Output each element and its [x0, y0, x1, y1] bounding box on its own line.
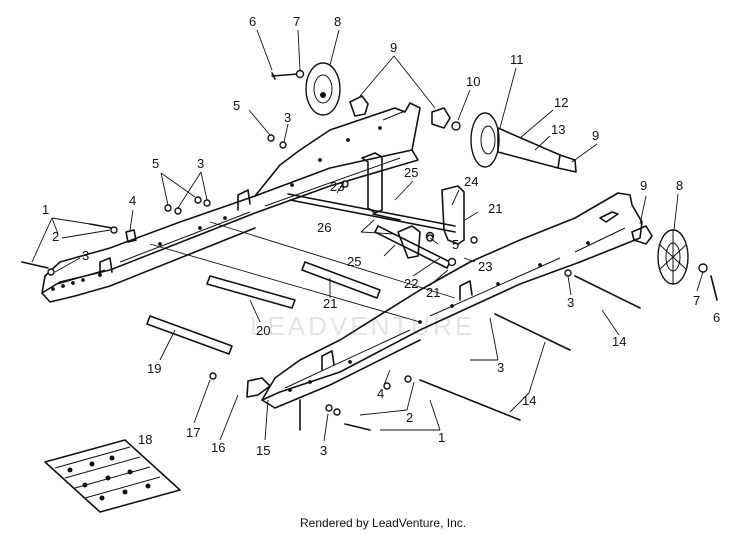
callout-9: 9 — [640, 178, 647, 193]
wear-strip — [44, 439, 181, 513]
callout-2: 2 — [52, 229, 59, 244]
callout-4: 4 — [129, 193, 136, 208]
cross-shafts — [146, 193, 456, 355]
callout-21: 21 — [323, 296, 337, 311]
callout-18: 18 — [138, 432, 152, 447]
caption: Rendered by LeadVenture, Inc. — [300, 516, 466, 530]
callout-5: 5 — [152, 156, 159, 171]
callout-8: 8 — [334, 14, 341, 29]
callout-3: 3 — [320, 443, 327, 458]
callout-9: 9 — [592, 128, 599, 143]
callout-7: 7 — [293, 14, 300, 29]
rear-axle-wheel — [431, 107, 577, 173]
callout-14: 14 — [522, 393, 536, 408]
callout-6: 6 — [713, 310, 720, 325]
callout-3: 3 — [567, 295, 574, 310]
callout-11: 11 — [510, 52, 524, 67]
front-idler-wheel — [305, 62, 369, 117]
callout-1: 1 — [438, 430, 445, 445]
callout-3: 3 — [284, 110, 291, 125]
right-idler-wheel — [631, 225, 718, 301]
callout-7: 7 — [693, 293, 700, 308]
callout-1: 1 — [42, 202, 49, 217]
callout-25: 25 — [404, 165, 418, 180]
callout-5: 5 — [452, 237, 459, 252]
callout-9: 9 — [390, 40, 397, 55]
callout-3: 3 — [197, 156, 204, 171]
callouts: 1 2 3 4 5 3 5 3 6 7 8 9 10 11 12 13 9 25… — [42, 14, 720, 458]
callout-25: 25 — [347, 254, 361, 269]
callout-23: 23 — [478, 259, 492, 274]
callout-24: 24 — [464, 174, 478, 189]
callout-17: 17 — [186, 425, 200, 440]
callout-20: 20 — [256, 323, 270, 338]
callout-21: 21 — [488, 201, 502, 216]
callout-3: 3 — [82, 248, 89, 263]
callout-16: 16 — [211, 440, 225, 455]
callout-13: 13 — [551, 122, 565, 137]
callout-15: 15 — [256, 443, 270, 458]
callout-19: 19 — [147, 361, 161, 376]
fasteners — [21, 69, 641, 431]
callout-21: 21 — [426, 285, 440, 300]
leader-lines — [31, 29, 704, 442]
callout-8: 8 — [676, 178, 683, 193]
callout-6: 6 — [249, 14, 256, 29]
callout-23: 23 — [330, 179, 344, 194]
callout-4: 4 — [377, 386, 384, 401]
rail-tip — [246, 377, 271, 398]
callout-2: 2 — [406, 410, 413, 425]
left-rail — [41, 102, 421, 303]
center-arm — [361, 152, 465, 267]
callout-10: 10 — [466, 74, 480, 89]
callout-5: 5 — [233, 98, 240, 113]
callout-26: 26 — [317, 220, 331, 235]
callout-3: 3 — [497, 360, 504, 375]
callout-12: 12 — [554, 95, 568, 110]
callout-14: 14 — [612, 334, 626, 349]
callout-22: 22 — [404, 276, 418, 291]
